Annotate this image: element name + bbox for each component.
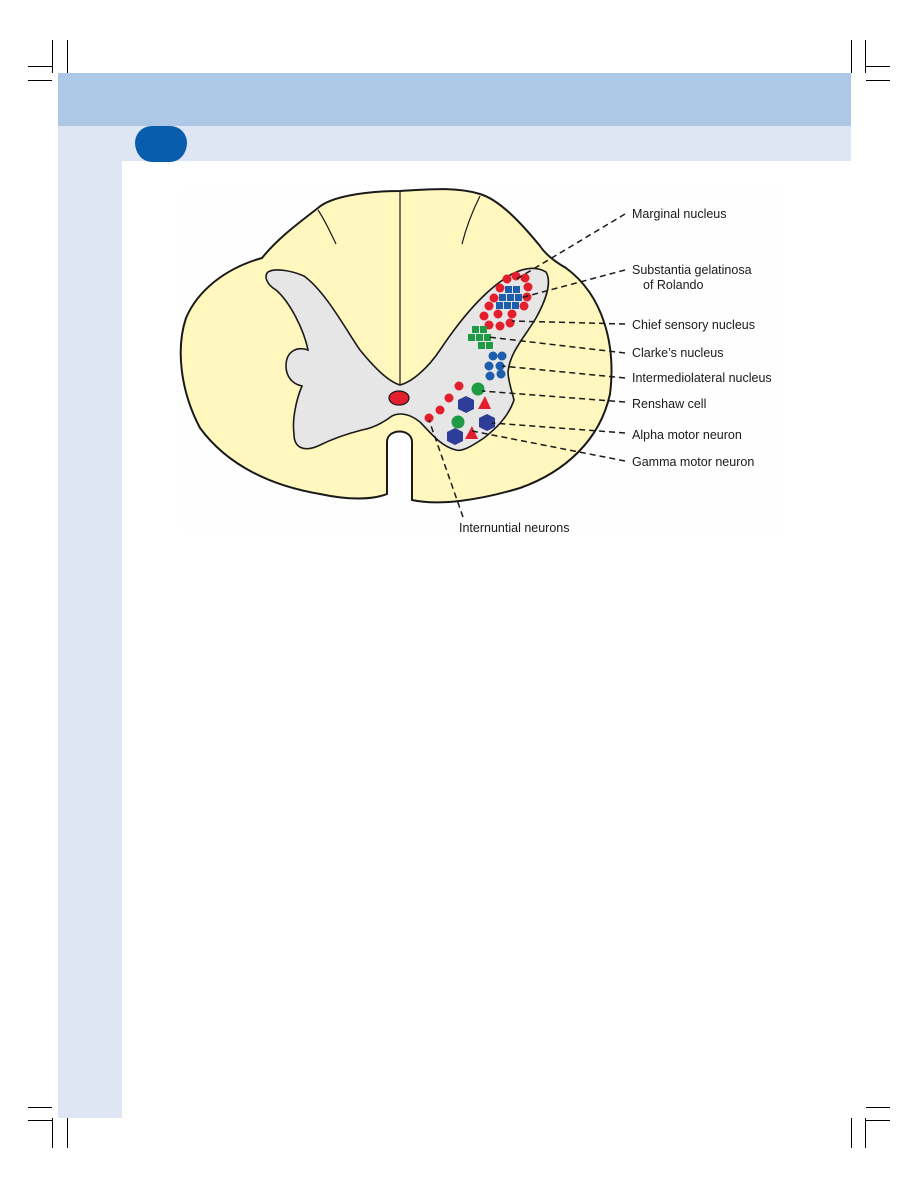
label-renshaw-cell: Renshaw cell	[632, 397, 706, 411]
crop-mark	[67, 1118, 68, 1148]
crop-mark	[866, 1107, 890, 1108]
header-band	[58, 73, 851, 126]
label-internuntial-neurons: Internuntial neurons	[459, 521, 570, 535]
groove-left	[317, 209, 337, 245]
crop-mark	[28, 66, 52, 67]
groove-right	[461, 195, 481, 245]
crop-mark	[67, 40, 68, 73]
label-gamma-motor-neuron: Gamma motor neuron	[632, 455, 754, 469]
crop-mark	[851, 40, 852, 73]
label-chief-sensory-nucleus: Chief sensory nucleus	[632, 318, 755, 332]
crop-mark	[866, 1120, 890, 1121]
crop-mark	[28, 1107, 52, 1108]
gamma-motor-neuron-cells	[465, 396, 491, 439]
leader-lines	[428, 213, 626, 518]
alpha-motor-neuron-cells	[447, 396, 495, 445]
label-marginal-nucleus: Marginal nucleus	[632, 207, 727, 221]
intermediolateral-nucleus-cells	[484, 351, 507, 381]
crop-mark	[866, 80, 890, 81]
crop-mark	[28, 1120, 52, 1121]
crop-mark	[865, 40, 866, 73]
white-matter	[179, 188, 613, 504]
chapter-pill	[135, 126, 187, 162]
label-intermediolateral-nucleus: Intermediolateral nucleus	[632, 371, 772, 385]
clarkes-nucleus-cells	[468, 326, 493, 349]
renshaw-cells	[451, 382, 485, 429]
internuntial-neuron-cells	[424, 381, 464, 423]
label-clarkes-nucleus: Clarke’s nucleus	[632, 346, 723, 360]
central-canal	[388, 390, 410, 406]
label-alpha-motor-neuron: Alpha motor neuron	[632, 428, 742, 442]
crop-mark	[865, 1118, 866, 1148]
label-substantia-gelatinosa: Substantia gelatinosa	[632, 263, 752, 277]
label-of-rolando: of Rolando	[643, 278, 704, 292]
left-margin-strip	[58, 161, 122, 1118]
substantia-gelatinosa-cells	[496, 286, 522, 309]
crop-mark	[52, 1118, 53, 1148]
gray-matter	[265, 267, 550, 452]
crop-mark	[52, 40, 53, 73]
crop-mark	[28, 80, 52, 81]
crop-mark	[851, 1118, 852, 1148]
marginal-nucleus-cells	[484, 271, 533, 311]
crop-mark	[866, 66, 890, 67]
sub-band	[58, 126, 851, 161]
